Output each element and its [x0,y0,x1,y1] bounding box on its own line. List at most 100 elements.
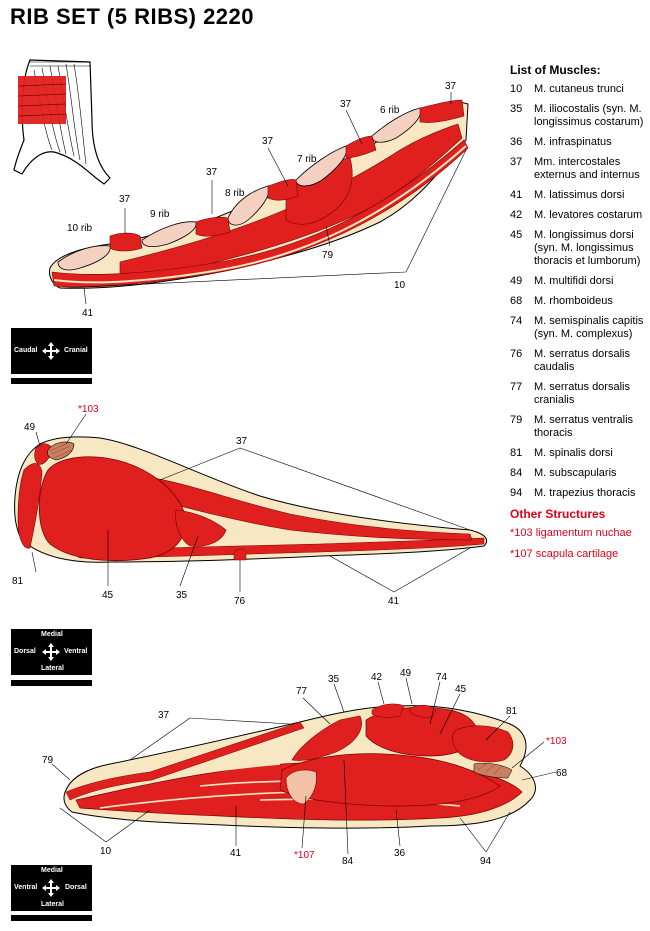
label-68: 68 [556,768,568,779]
label-37-c: 37 [262,136,274,147]
label-10: 10 [394,280,406,291]
label-rib-8: 8 rib [225,188,245,199]
label-49: 49 [24,422,36,433]
label-rib-6: 6 rib [380,105,400,116]
label-37-a: 37 [119,194,131,205]
legend-item-number: 49 [510,275,523,287]
legend-title: List of Muscles: [510,63,601,77]
label-35: 35 [176,590,188,601]
orientation-compass-1: Caudal Cranial [11,328,92,374]
other-structure-name: scapula cartilage [535,548,619,560]
legend-item: 42 M. levatores costarum [510,209,648,222]
label-45: 45 [102,590,114,601]
legend-item-name: M. longissimus dorsi (syn. M. longissimu… [534,229,641,267]
legend-item: 41 M. latissimus dorsi [510,189,648,202]
figure-rib-set-medial: 35 42 49 74 77 45 37 81 *103 79 68 10 41… [42,668,568,867]
legend-item-name: M. rhomboideus [534,295,613,307]
legend-item-name: M. cutaneus trunci [534,83,624,95]
label-35: 35 [328,674,340,685]
compass-bottom: Lateral [41,665,64,672]
compass-underline-1 [11,378,92,384]
legend-item-number: 10 [510,83,523,95]
compass-right: Cranial [64,347,88,354]
multifidi-section [34,443,53,465]
four-way-arrow-icon [42,342,60,360]
label-103: *103 [546,736,567,747]
legend-item-number: 68 [510,295,523,307]
legend-item-name: M. levatores costarum [534,209,643,221]
legend-item-number: 37 [510,156,523,168]
scapula-cartilage-107 [285,769,317,805]
legend-item-name: M. multifidi dorsi [534,275,614,287]
four-way-arrow-icon [42,879,60,897]
legend-item-number: 79 [510,414,523,426]
label-41: 41 [230,848,242,859]
compass-top: Medial [41,631,63,638]
legend-item: 10 M. cutaneus trunci [510,83,648,96]
figure-rib-set-section: 49 *103 37 81 45 35 76 41 [12,404,488,607]
intercostal-muscles [109,99,465,252]
legend-item-name: M. serratus dorsalis cranialis [534,381,630,406]
label-103: *103 [78,404,99,415]
legend-item-number: 35 [510,103,523,115]
orientation-compass-3: Medial Ventral Dorsal Lateral [11,865,92,911]
legend-item-name: M. spinalis dorsi [534,447,613,459]
compass-left: Dorsal [14,648,36,655]
longissimus-dorsi-section [38,456,186,562]
latissimus-strip [69,537,485,559]
legend-item-number: 76 [510,348,523,360]
orientation-compass-2: Medial Dorsal Ventral Lateral [11,629,92,675]
label-37: 37 [236,436,248,447]
legend-item: 35 M. iliocostalis (syn. M. longissimus c… [510,103,648,129]
carcass-locator-thumbnail [13,59,111,185]
legend-item-number: 45 [510,229,523,241]
legend-item-name: M. latissimus dorsi [534,189,625,201]
other-structure-item: *107 scapula cartilage [510,548,648,561]
page-title: RIB SET (5 RIBS) 2220 [10,4,255,29]
label-41: 41 [388,596,400,607]
label-36: 36 [394,848,406,859]
other-structures-list: *103 ligamentum nuchae*107 scapula carti… [510,527,648,561]
legend-item-number: 41 [510,189,523,201]
label-41: 41 [82,308,94,319]
legend-item: 49 M. multifidi dorsi [510,275,648,288]
spinalis-section [17,463,43,549]
iliocostalis-section [175,509,227,547]
label-49: 49 [400,668,412,679]
compass-right: Ventral [64,648,88,655]
label-94: 94 [480,856,492,867]
legend-item-name: M. trapezius thoracis [534,487,636,499]
legend-item-number: 84 [510,467,523,479]
label-107: *107 [294,850,315,861]
legend-item-name: M. infraspinatus [534,136,612,148]
compass-right: Dorsal [65,884,87,891]
label-79: 79 [42,755,54,766]
legend-item-number: 42 [510,209,523,221]
other-structure-number: *107 [510,548,533,560]
ligamentum-nuchae-103-b [473,763,513,779]
other-structure-name: ligamentum nuchae [535,527,632,539]
label-77: 77 [296,686,308,697]
legend-item-number: 94 [510,487,523,499]
label-84: 84 [342,856,354,867]
label-79: 79 [322,250,334,261]
compass-left: Ventral [14,884,38,891]
figure-rib-set-lateral: 10 rib 9 rib 8 rib 7 rib 6 rib 37 37 37 … [49,81,469,319]
other-structures-title: Other Structures [510,507,606,521]
label-rib-10: 10 rib [67,223,92,234]
legend-item-name: M. iliocostalis (syn. M. longissimus cos… [534,103,644,128]
legend-item: 79 M. serratus ventralis thoracis [510,414,648,440]
label-37-e: 37 [445,81,457,92]
ligamentum-nuchae-103 [47,441,75,461]
label-74: 74 [436,672,448,683]
legend-item-name: M. serratus ventralis thoracis [534,414,634,439]
legend-item: 45 M. longissimus dorsi (syn. M. longissi… [510,229,648,268]
compass-bottom: Lateral [41,901,64,908]
